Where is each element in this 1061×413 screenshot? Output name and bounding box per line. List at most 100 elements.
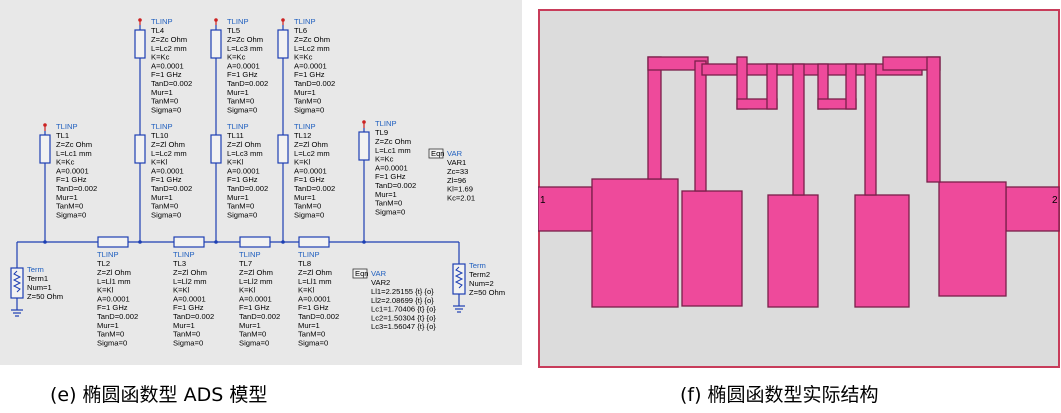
stub-tl12-param: Z=Zl Ohm <box>294 140 328 149</box>
stub-tl1-param: Mur=1 <box>56 193 78 202</box>
series-tl8-type-label: TLINP <box>298 250 320 259</box>
port-1-line <box>537 186 593 232</box>
series-tl8-param: Mur=1 <box>298 321 320 330</box>
top-stub-tl4-param: F=1 GHz <box>151 70 182 79</box>
top-stub-tl6-type-label: TLINP <box>294 17 316 26</box>
stub-tl11-param: A=0.0001 <box>227 166 260 175</box>
series-tl2-param: K=Kl <box>97 286 114 295</box>
top-stub-tl4-param: A=0.0001 <box>151 61 184 70</box>
stub-tl12-param: TanM=0 <box>294 202 321 211</box>
term1-body <box>10 267 24 299</box>
series-tl3-param: Mur=1 <box>173 321 195 330</box>
stub-tl12-body <box>277 134 289 164</box>
stub-tl9-type-label: TLINP <box>375 119 397 128</box>
top-stub-tl6-param: Z=Zc Ohm <box>294 35 330 44</box>
top-stub-tl5-param: TanD=0.002 <box>227 79 268 88</box>
series-tl8-param: F=1 GHz <box>298 303 329 312</box>
series-tl3-param: K=Kl <box>173 286 190 295</box>
stub-tl10-param: K=Kl <box>151 158 168 167</box>
top-stub-tl5-open-dot <box>214 18 218 22</box>
stub-tl11-param: L=Lc3 mm <box>227 149 263 158</box>
series-tl7-body <box>239 236 271 248</box>
top-stub-tl4-param: Sigma=0 <box>151 105 181 114</box>
stub-tl9-body <box>358 131 370 161</box>
port-2-line <box>1005 186 1060 232</box>
series-tl2-param: Z=Zl Ohm <box>97 268 131 277</box>
stub-tl9-param: TanM=0 <box>375 199 402 208</box>
top-stub-tl4-type-label: TLINP <box>151 17 173 26</box>
stub-tl1-type-label: TLINP <box>56 122 78 131</box>
stub-tl1-param: L=Lc1 mm <box>56 149 92 158</box>
term2-resistor <box>454 266 464 289</box>
series-tl3-param: Z=Zl Ohm <box>173 268 207 277</box>
stub-tl10-param: Sigma=0 <box>151 210 181 219</box>
series-tl8-param: TanD=0.002 <box>298 312 339 321</box>
section-left <box>591 178 679 308</box>
top-stub-tl5-param: F=1 GHz <box>227 70 258 79</box>
series-tl8-param: L=Ll1 mm <box>298 277 332 286</box>
stub-tl11-param: K=Kl <box>227 158 244 167</box>
var2-param: Ll2=2.08699 {t} {o} <box>371 296 434 305</box>
series-tl7-param: Mur=1 <box>239 321 261 330</box>
junction-dot <box>281 240 285 244</box>
top-stub-tl4-param: Z=Zc Ohm <box>151 35 187 44</box>
term1-type-label: Term <box>27 265 44 274</box>
top-stub-tl6-param: K=Kc <box>294 53 313 62</box>
stub-tl11-param: Sigma=0 <box>227 210 257 219</box>
term2-param: Z=50 Ohm <box>469 288 505 297</box>
term1-resistor <box>12 270 22 293</box>
series-tl3-name-label: TL3 <box>173 259 186 268</box>
series-tl2-param: TanM=0 <box>97 330 124 339</box>
var2-icon <box>352 268 368 279</box>
series-tl3-param: Sigma=0 <box>173 338 203 347</box>
stub-tl12-param: K=Kl <box>294 158 311 167</box>
var1-param: Zl=96 <box>447 176 466 185</box>
top-stub-tl5-param: Mur=1 <box>227 88 249 97</box>
series-tl2-name-label: TL2 <box>97 259 110 268</box>
stub-tl1-body <box>39 134 51 164</box>
series-tl7-type-label: TLINP <box>239 250 261 259</box>
top-stub-tl5-param: Z=Zc Ohm <box>227 35 263 44</box>
top-stub-tl5-body <box>210 29 222 59</box>
top-stub-tl5-type-label: TLINP <box>227 17 249 26</box>
series-tl7-param: F=1 GHz <box>239 303 270 312</box>
var2-param: Lc1=1.70406 {t} {o} <box>371 305 436 314</box>
notch-2c <box>845 63 857 110</box>
term1-name-label: Term1 <box>27 274 48 283</box>
stub-tl11-name-label: TL11 <box>227 131 244 140</box>
layout-panel: 1 2 <box>537 9 1060 368</box>
top-stub-tl4-param: Mur=1 <box>151 88 173 97</box>
stub-tl1-param: A=0.0001 <box>56 166 89 175</box>
stub-tl11-body <box>210 134 222 164</box>
stub-tl1-open-dot <box>43 123 47 127</box>
stub-tl10-param: TanD=0.002 <box>151 184 192 193</box>
junction-dot <box>214 240 218 244</box>
stub-tl1-param: Z=Zc Ohm <box>56 140 92 149</box>
top-stub-tl5-param: A=0.0001 <box>227 61 260 70</box>
stub-tl12-name-label: TL12 <box>294 131 311 140</box>
stub-tl12-param: F=1 GHz <box>294 175 325 184</box>
stub-tl10-type-label: TLINP <box>151 122 173 131</box>
top-stub-tl6-name-label: TL6 <box>294 26 307 35</box>
series-tl2-param: A=0.0001 <box>97 294 130 303</box>
caption-actual-structure: (f) 椭圆函数型实际结构 <box>680 384 879 406</box>
top-stub-tl4-param: TanD=0.002 <box>151 79 192 88</box>
stub-tl10-param: TanM=0 <box>151 202 178 211</box>
var2-type-label: VAR <box>371 269 387 278</box>
var1-icon-text: Eqn <box>431 149 445 158</box>
term1-param: Num=1 <box>27 283 52 292</box>
stub-tl9-param: L=Lc1 mm <box>375 146 411 155</box>
term2-name-label: Term2 <box>469 270 490 279</box>
section-right <box>938 181 1007 297</box>
series-tl8-param: TanM=0 <box>298 330 325 339</box>
stub-tl1-param: TanM=0 <box>56 202 83 211</box>
series-tl7-param: TanD=0.002 <box>239 312 280 321</box>
stub-tl1-name-label: TL1 <box>56 131 69 140</box>
series-tl8-body <box>298 236 330 248</box>
stub-tl11-param: Z=Zl Ohm <box>227 140 261 149</box>
port-2-label: 2 <box>1052 195 1058 206</box>
top-stub-tl4-param: L=Lc2 mm <box>151 44 187 53</box>
top-stub-tl6-body <box>277 29 289 59</box>
stub-tl9-param: A=0.0001 <box>375 163 408 172</box>
